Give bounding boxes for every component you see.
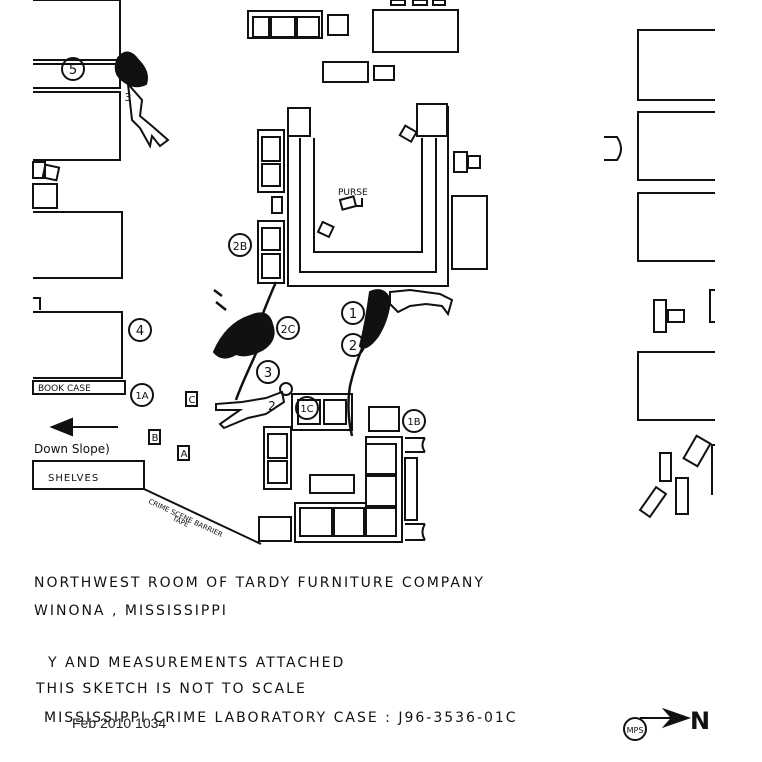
marker-a: A (181, 449, 188, 460)
u-shaped-counter (287, 103, 488, 287)
top-furniture (247, 0, 459, 83)
victim-body-2 (215, 382, 293, 430)
timestamp-stamp: Feb 2010 1034 (72, 715, 167, 731)
lower-seating (258, 393, 426, 543)
sofas-west (257, 129, 285, 284)
shelves (32, 460, 145, 490)
north-arrow (623, 707, 692, 741)
down-slope-arrow (49, 417, 118, 437)
victim-body-3 (126, 80, 170, 149)
purse-label: PURSE (338, 188, 368, 198)
crime-scene-tape (143, 488, 262, 545)
bookcase (32, 380, 126, 395)
marker-1c: 1C (300, 404, 313, 415)
caption-line-5: MISSISSIPPI CRIME LABORATORY CASE : J96-… (44, 710, 518, 726)
marker-2: 2 (349, 339, 357, 354)
marker-1: 1 (349, 307, 357, 322)
marker-body-2: 2 (268, 399, 276, 413)
caption-line-4: THIS SKETCH IS NOT TO SCALE (36, 681, 307, 697)
shelves-label: SHELVES (48, 473, 99, 484)
mps-initials: MPS (627, 726, 644, 735)
blood-trails (213, 281, 372, 437)
marker-body-3: 3 (125, 91, 132, 104)
tape-label: CRIME SCENE BARRIER (147, 498, 224, 539)
left-furniture-blocks (32, 0, 123, 379)
marker-labels: 5 3 2B 2C 4 1 2 3 1A 1B 1C C B A 2 (69, 63, 421, 460)
bookcase-label: BOOK CASE (38, 384, 91, 394)
marker-1b: 1B (407, 417, 420, 428)
north-label: N (690, 707, 710, 735)
down-slope-label: Down Slope) (34, 442, 110, 456)
marker-3: 3 (264, 366, 272, 381)
caption-line-2: WINONA , MISSISSIPPI (34, 603, 228, 619)
caption-line-3: Y AND MEASUREMENTS ATTACHED (48, 655, 346, 671)
marker-b: B (152, 433, 159, 444)
evidence-marker-circles (61, 57, 426, 461)
marker-4: 4 (136, 324, 144, 339)
marker-5: 5 (69, 63, 77, 78)
caption-line-1: NORTHWEST ROOM OF TARDY FURNITURE COMPAN… (34, 575, 485, 591)
right-furniture-blocks (604, 29, 715, 519)
marker-c: C (189, 395, 196, 406)
marker-1a: 1A (135, 391, 148, 402)
victim-body-1 (389, 288, 454, 317)
marker-2b: 2B (233, 240, 248, 253)
marker-2c: 2C (281, 323, 296, 336)
